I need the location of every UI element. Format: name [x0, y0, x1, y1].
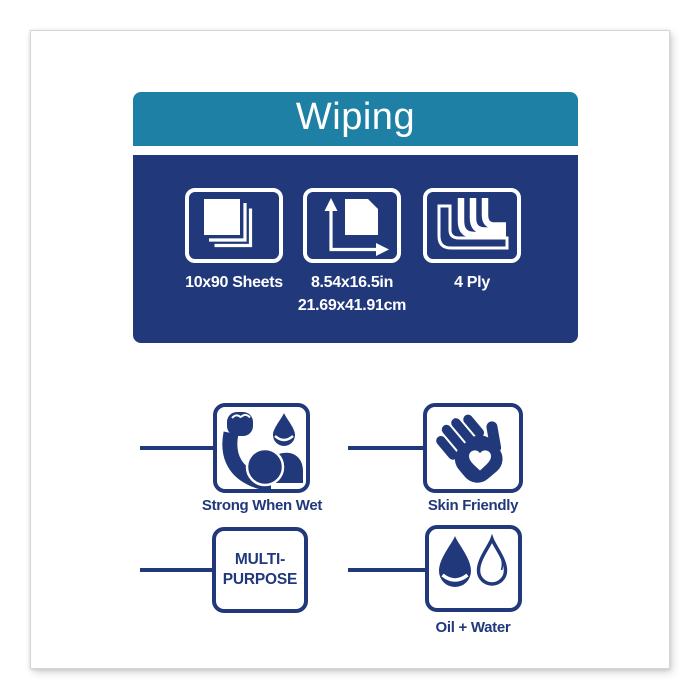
card-header: Wiping	[133, 92, 578, 146]
dimensions-icon	[324, 198, 389, 256]
dimensions-line2: 21.69x41.91cm	[297, 297, 407, 314]
multi-purpose-text: MULTI- PURPOSE	[222, 550, 298, 590]
card-title: Wiping	[295, 96, 416, 138]
connector-line	[140, 446, 213, 450]
dimensions-line1: 8.54x16.5in	[310, 274, 394, 291]
multi-purpose-line1: MULTI-	[234, 551, 286, 568]
card-body: 10x90 Sheets 8.54x16.5in 21.69x41.91cm	[133, 155, 578, 343]
spec-dimensions: 8.54x16.5in 21.69x41.91cm	[277, 188, 427, 317]
sheet-count-line1: 10x90 Sheets	[185, 274, 283, 291]
sheets-icon	[204, 199, 253, 248]
oil-water-icon	[439, 533, 508, 587]
dimensions-box	[303, 188, 401, 263]
strong-when-wet-icon	[222, 412, 303, 489]
spec-ply: 4 Ply	[397, 188, 547, 294]
skin-friendly-label: Skin Friendly	[427, 497, 519, 514]
oil-water-box	[425, 525, 522, 612]
oil-water-label: Oil + Water	[435, 619, 511, 636]
sheet-count-box	[185, 188, 283, 263]
multi-purpose-box: MULTI- PURPOSE	[212, 527, 308, 613]
sheet-count-label: 10x90 Sheets	[159, 271, 309, 294]
ply-box	[423, 188, 521, 263]
dimensions-label: 8.54x16.5in 21.69x41.91cm	[277, 271, 427, 317]
ply-label: 4 Ply	[397, 271, 547, 294]
spec-sheet-count: 10x90 Sheets	[159, 188, 309, 294]
ply-icon	[437, 198, 509, 250]
skin-friendly-box	[423, 403, 523, 493]
strong-when-wet-label: Strong When Wet	[201, 497, 323, 514]
ply-line1: 4 Ply	[454, 274, 490, 291]
connector-line	[140, 568, 212, 572]
connector-line	[348, 446, 423, 450]
multi-purpose-line2: PURPOSE	[222, 571, 298, 588]
connector-line	[348, 568, 425, 572]
strong-when-wet-box	[213, 403, 310, 493]
skin-friendly-icon	[436, 414, 503, 483]
